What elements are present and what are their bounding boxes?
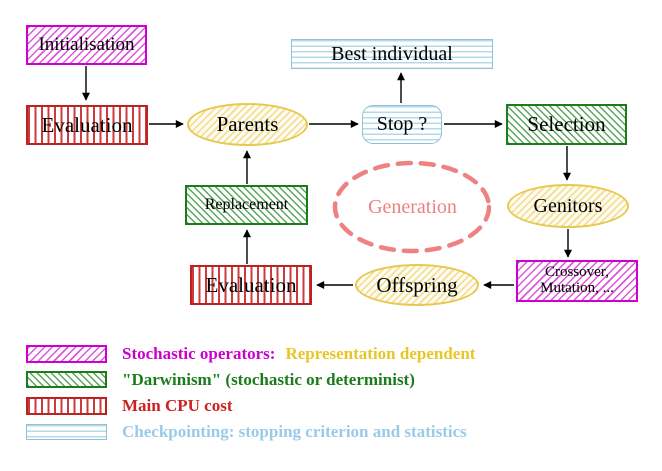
legend-swatch-checkpointing xyxy=(26,424,107,440)
node-selection: Selection xyxy=(506,104,627,145)
node-best-individual: Best individual xyxy=(291,39,493,69)
node-initialisation: Initialisation xyxy=(26,25,147,65)
legend-label-darwinism: "Darwinism" (stochastic or determinist) xyxy=(122,370,415,389)
node-stop-question: Stop ? xyxy=(362,105,442,144)
legend-label-main-cpu-cost: Main CPU cost xyxy=(122,396,233,415)
legend-label-stochastic-operators: Stochastic operators: Representation depe… xyxy=(122,344,475,364)
node-crossover-mutation: Crossover, Mutation, ... xyxy=(516,260,638,302)
crossover-line2: Mutation, ... xyxy=(540,280,614,296)
crossover-line1: Crossover, xyxy=(545,264,609,281)
node-genitors: Genitors xyxy=(507,184,629,228)
node-parents: Parents xyxy=(187,103,308,146)
node-evaluation-top: Evaluation xyxy=(26,105,148,145)
node-evaluation-bottom: Evaluation xyxy=(190,265,312,305)
legend-label-representation-dependent: Representation dependent xyxy=(285,344,476,363)
legend-swatch-darwinism xyxy=(26,371,107,388)
legend-swatch-main-cpu-cost xyxy=(26,397,107,415)
legend-swatch-stochastic-operators xyxy=(26,345,107,363)
legend-label-stochastic-part1: Stochastic operators: xyxy=(122,344,276,363)
node-offspring: Offspring xyxy=(355,264,479,306)
legend-label-checkpointing: Checkpointing: stopping criterion and st… xyxy=(122,422,467,441)
node-replacement: Replacement xyxy=(185,185,308,225)
generation-label: Generation xyxy=(368,196,457,218)
generation-dashed-ellipse xyxy=(332,160,492,254)
